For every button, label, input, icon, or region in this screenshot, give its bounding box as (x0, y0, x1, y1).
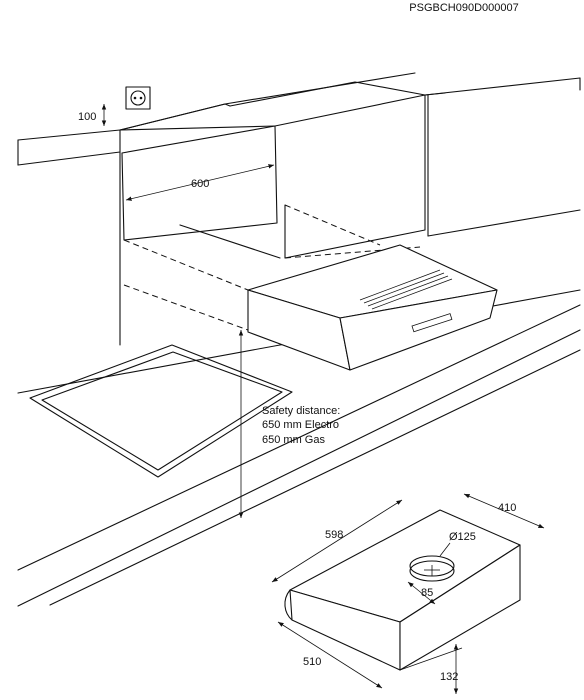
cooktop (29, 344, 293, 478)
hood-depth-label: 410 (498, 502, 516, 514)
document-code: PSGBCH090D000007 (409, 2, 518, 14)
safety-distance-dimension: Safety distance: 650 mm Electro 650 mm G… (238, 330, 340, 518)
worktop (17, 304, 581, 607)
hood-side-label: 510 (303, 656, 321, 668)
cabinet-width-dimension: 600 (125, 164, 275, 201)
hood-depth-dimension: 410 (463, 493, 545, 529)
socket-height-dimension: 100 (78, 104, 107, 126)
hood-height-dimension: 132 (399, 644, 463, 694)
duct-offset-dimension: 85 (407, 581, 436, 605)
safety-distance-gas: 650 mm Gas (262, 434, 325, 446)
hood-height-label: 132 (440, 671, 458, 683)
duct-outlet (409, 555, 455, 582)
hood-width-label: 598 (325, 529, 343, 541)
hood-dimension-drawing (284, 509, 521, 671)
installed-hood (247, 244, 498, 371)
duct-offset-label: 85 (421, 587, 433, 599)
cabinet-width-label: 600 (191, 178, 209, 190)
safety-distance-title: Safety distance: (262, 405, 340, 417)
wall-socket (125, 86, 151, 110)
hood-width-dimension: 598 (271, 499, 403, 583)
safety-distance-electro: 650 mm Electro (262, 419, 339, 431)
hood-vent-grille (359, 269, 453, 310)
duct-diameter-callout: Ø125 (439, 531, 476, 557)
hood-side-dimension: 510 (277, 621, 383, 689)
socket-height-label: 100 (78, 111, 96, 123)
duct-diameter-label: Ø125 (449, 531, 476, 543)
